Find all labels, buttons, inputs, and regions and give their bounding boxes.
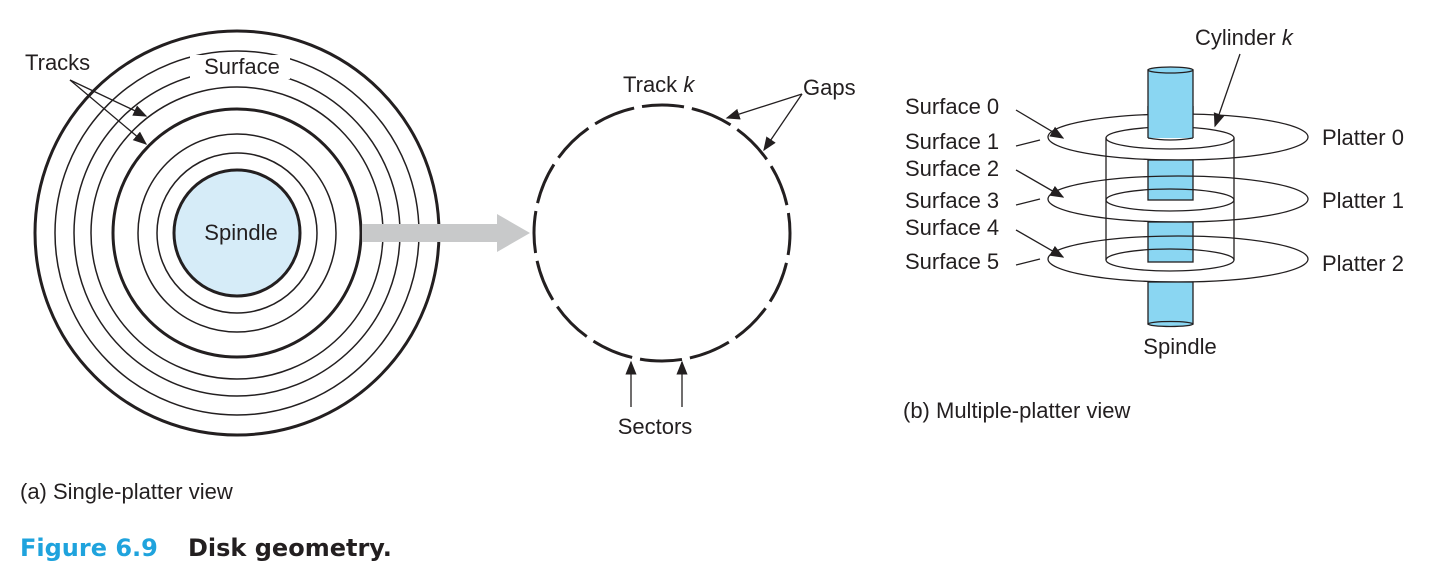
tracks-pointer [69, 79, 148, 145]
surface-5-pointer [1015, 258, 1041, 266]
surface-0-label: Surface 0 [905, 94, 999, 119]
surface-1-label: Surface 1 [905, 129, 999, 154]
figure-number: Figure 6.9 [20, 534, 158, 562]
platter-1-label: Platter 1 [1322, 188, 1404, 213]
spindle-segment [1147, 159, 1194, 201]
surface-2-pointer [1015, 169, 1065, 198]
surface-4-label: Surface 4 [905, 215, 999, 240]
track-k-label: Track k [623, 72, 695, 97]
surface-2-label: Surface 2 [905, 156, 999, 181]
spindle-label: Spindle [1143, 334, 1216, 359]
track-k [111, 107, 363, 359]
cylinder-pointer [1213, 53, 1241, 128]
multi-platter-labels: Cylinder k Surface 0 Surface 1 Surface 2… [903, 25, 1404, 423]
surface-1-pointer [1015, 139, 1041, 147]
caption-b: (b) Multiple-platter view [903, 398, 1131, 423]
platter-0-label: Platter 0 [1322, 125, 1404, 150]
platter-2-label: Platter 2 [1322, 251, 1404, 276]
multiple-platter-view [1015, 53, 1309, 328]
spindle-label: Spindle [204, 220, 277, 245]
spindle-segment [1148, 106, 1193, 138]
cylinder-k-label: Cylinder k [1195, 25, 1294, 50]
tracks-label: Tracks [25, 50, 90, 75]
surface-3-label: Surface 3 [905, 188, 999, 213]
spindle-segment [1147, 281, 1194, 325]
surface-4-pointer [1015, 229, 1065, 258]
surface-0-pointer [1015, 109, 1065, 139]
single-platter-view: Surface Spindle Tracks Track k Gaps Sect… [20, 29, 856, 504]
track-k-sectors [532, 103, 792, 363]
sectors-label: Sectors [618, 414, 693, 439]
spindle-segment [1147, 221, 1194, 263]
gap-pointer [763, 93, 803, 152]
surface-label-bg [190, 55, 290, 79]
spindle-top [1147, 66, 1194, 74]
surface-label: Surface [204, 54, 280, 79]
zoom-arrow [362, 214, 530, 252]
spindle-bottom [1147, 320, 1194, 328]
spindle-edge [1147, 137, 1194, 141]
track [156, 152, 318, 314]
spindle [172, 168, 302, 298]
caption-a: (a) Single-platter view [20, 479, 233, 504]
figure-title: Disk geometry. [188, 534, 392, 562]
surface-5-label: Surface 5 [905, 249, 999, 274]
track [137, 133, 337, 333]
gaps-label: Gaps [803, 75, 856, 100]
tracks-pointer [69, 79, 148, 117]
gap-pointer [725, 93, 803, 120]
surface-3-pointer [1015, 198, 1041, 206]
